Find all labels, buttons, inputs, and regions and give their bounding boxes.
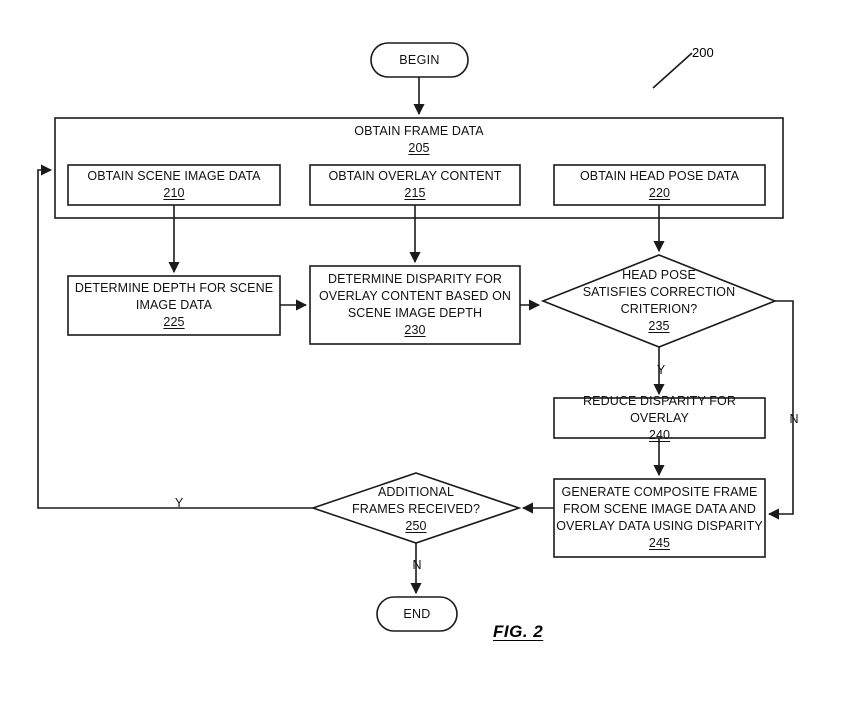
shape-node-245 [553,478,766,558]
shape-node-215 [309,164,521,206]
shape-node-225 [67,275,281,336]
edge-label-235-yes: Y [652,363,670,377]
edge-label-235-yes-text: Y [656,363,666,377]
figure-caption: FIG. 2 [493,622,543,642]
shape-node-220 [553,164,766,206]
leader-line-200 [652,52,693,89]
reference-numeral-200: 200 [692,45,714,60]
shape-node-230 [309,265,521,345]
figure-caption-text: FIG. 2 [493,622,544,641]
shape-node-210 [67,164,281,206]
edge-label-235-no: N [785,412,803,426]
shape-container-205 [54,117,784,219]
edge-label-235-no-text: N [789,412,799,426]
shape-node-240 [553,397,766,439]
edge-label-250-no-text: N [412,558,422,572]
shape-node-235 [540,254,778,348]
reference-numeral-200-text: 200 [692,45,714,60]
edge-235-no-to-245 [767,300,794,520]
shape-end [376,596,458,632]
shape-node-250 [310,472,522,544]
shape-begin [370,42,469,78]
edge-250-yes-to-205 [37,164,313,509]
edge-label-250-yes-text: Y [174,496,184,510]
edge-label-250-yes: Y [170,496,188,510]
edge-label-250-no: N [408,558,426,572]
